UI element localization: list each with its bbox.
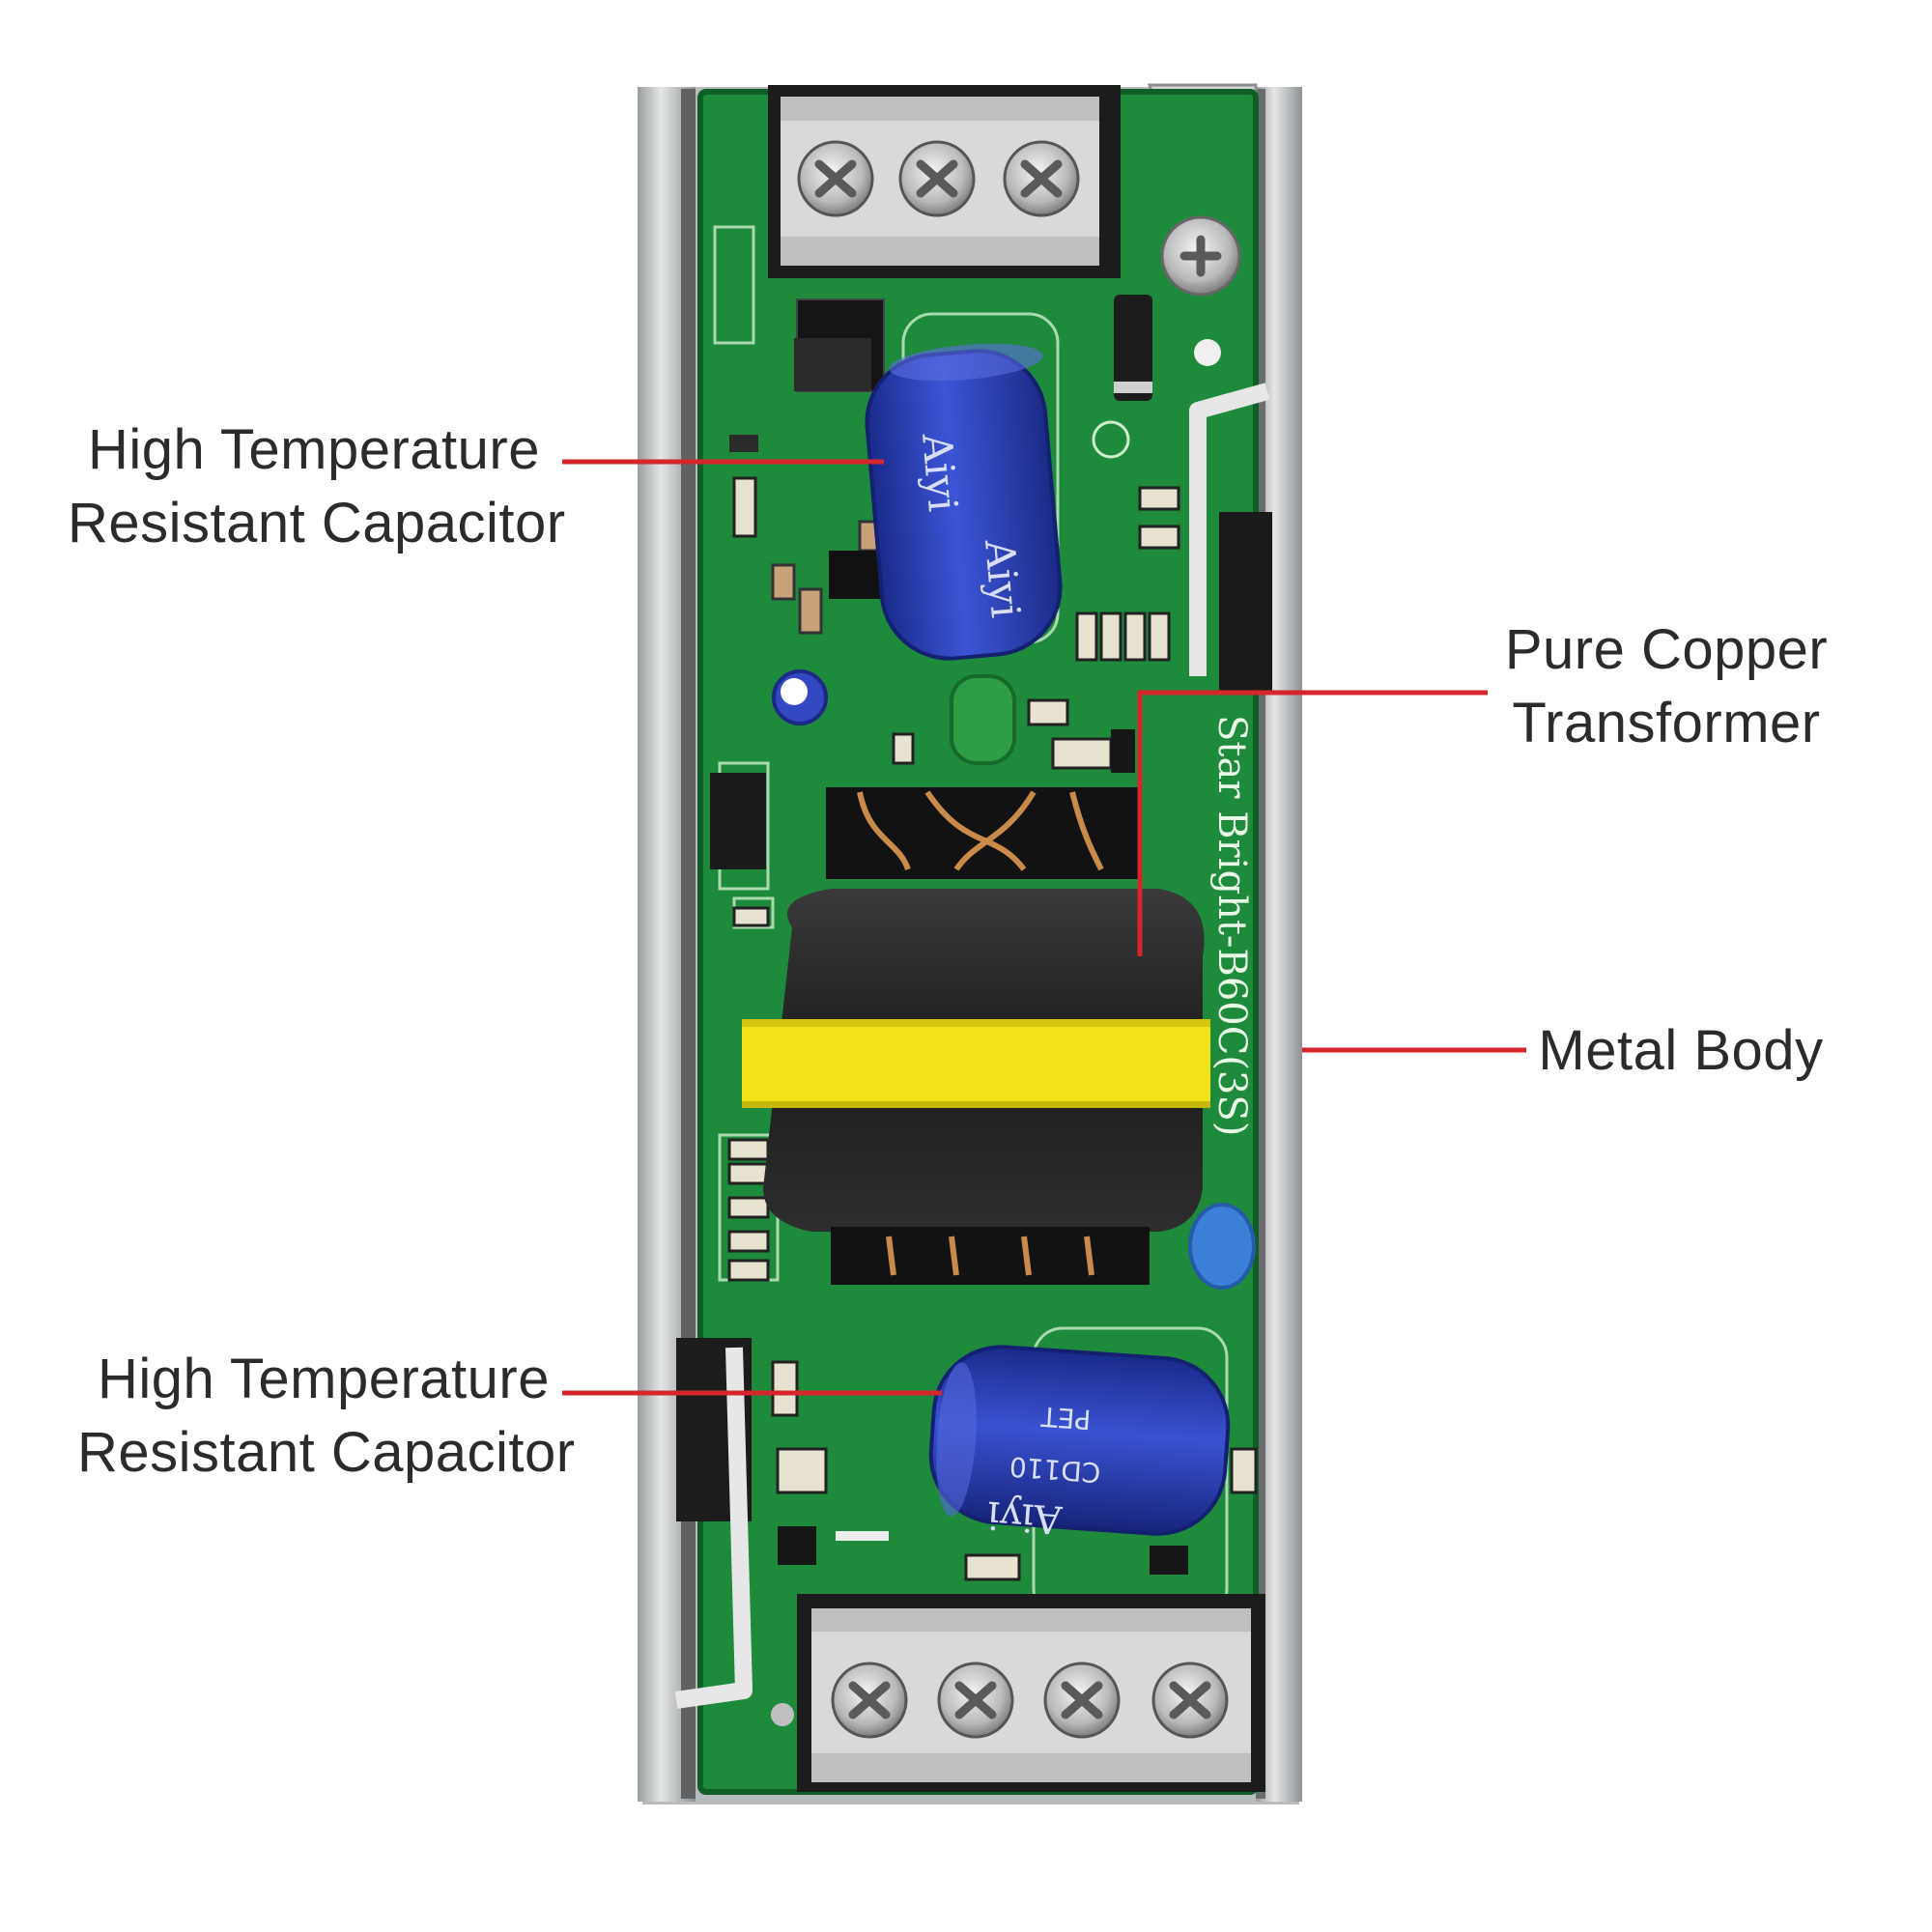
fuse <box>1219 512 1272 691</box>
label-cap-bottom-line1: High Temperature <box>98 1348 550 1410</box>
label-cap-top-line2: Resistant Capacitor <box>68 492 566 554</box>
y-capacitor <box>1188 1203 1256 1290</box>
label-transformer-line2: Transformer <box>1512 692 1821 754</box>
label-cap-top-line1: High Temperature <box>88 418 540 481</box>
capacitor-top-brand-2: Aiyi <box>976 537 1030 620</box>
wire-clip-top <box>1189 383 1270 676</box>
label-transformer: Pure Copper Transformer <box>1492 613 1840 760</box>
capacitor-bottom-brand: Aiyi <box>986 1492 1065 1542</box>
label-transformer-line1: Pure Copper <box>1504 618 1829 681</box>
transformer <box>742 787 1210 1285</box>
capacitor-bottom-rating: CD110 <box>1009 1450 1102 1489</box>
capacitor-top-brand: Aiyi <box>913 431 967 514</box>
model-silkscreen: Star Bright-B60C(3S) <box>1209 715 1254 1136</box>
capacitor-bottom: CD110 PET Aiyi <box>928 1345 1231 1542</box>
leader-transformer <box>1137 690 1488 956</box>
diode <box>1114 295 1152 401</box>
label-cap-bottom-line2: Resistant Capacitor <box>77 1421 576 1484</box>
green-inductor <box>950 674 1016 765</box>
capacitor-top: Aiyi Aiyi <box>865 343 1063 661</box>
terminal-block-bottom <box>797 1594 1265 1792</box>
transformer-tape <box>742 1019 1210 1108</box>
label-cap-bottom: High Temperature Resistant Capacitor <box>77 1343 576 1490</box>
label-metal-body-line1: Metal Body <box>1538 1019 1824 1082</box>
label-cap-top: High Temperature Resistant Capacitor <box>68 413 566 560</box>
wire-clip-bottom <box>674 1347 753 1709</box>
capacitor-bottom-pet: PET <box>1039 1400 1093 1435</box>
label-metal-body: Metal Body <box>1536 1014 1826 1088</box>
terminal-block-top <box>768 85 1241 297</box>
